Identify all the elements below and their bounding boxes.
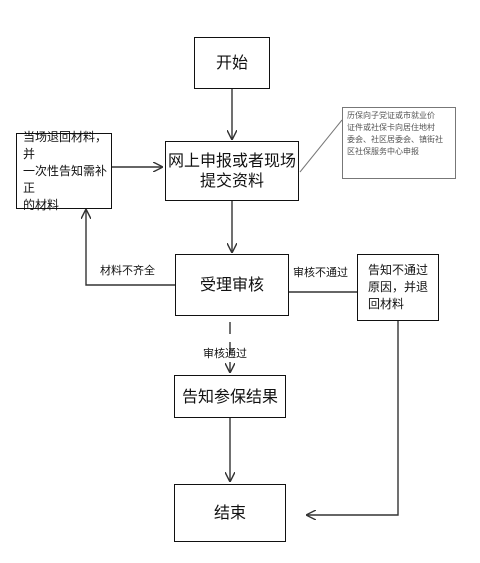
start-label: 开始 <box>215 53 248 72</box>
note-connector <box>299 119 343 173</box>
edge-label-pass: 审核通过 <box>203 347 247 360</box>
edge-label-incomplete: 材料不齐全 <box>100 264 155 277</box>
end-node: 结束 <box>174 484 286 542</box>
edge-label-fail: 审核不通过 <box>293 266 348 279</box>
review-node: 受理审核 <box>175 254 289 316</box>
notify-fail-node: 告知不通过 原因，并退 回材料 <box>357 254 439 321</box>
annotation-note: 历保向子党证或市就业价 证件或社保卡向居住地村 委会、社区居委会、镇街社 区社保… <box>342 107 456 179</box>
notify-result-node: 告知参保结果 <box>174 375 286 418</box>
submit-node: 网上申报或者现场 提交资料 <box>165 141 299 201</box>
review-label: 受理审核 <box>199 275 264 294</box>
notify-fail-label: 告知不通过 原因，并退 回材料 <box>367 263 428 311</box>
submit-label: 网上申报或者现场 提交资料 <box>167 151 296 190</box>
arrow-fail-to-end <box>307 321 399 515</box>
annotation-note-text: 历保向子党证或市就业价 证件或社保卡向居住地村 委会、社区居委会、镇街社 区社保… <box>347 111 443 156</box>
return-materials-label: 当场退回材料，并 一次性告知需补正 的材料 <box>23 129 108 212</box>
start-node: 开始 <box>194 37 270 89</box>
arrow-incomplete-loop <box>86 210 175 286</box>
notify-result-label: 告知参保结果 <box>181 386 278 406</box>
return-materials-node: 当场退回材料，并 一次性告知需补正 的材料 <box>16 130 112 212</box>
end-label: 结束 <box>213 503 246 522</box>
